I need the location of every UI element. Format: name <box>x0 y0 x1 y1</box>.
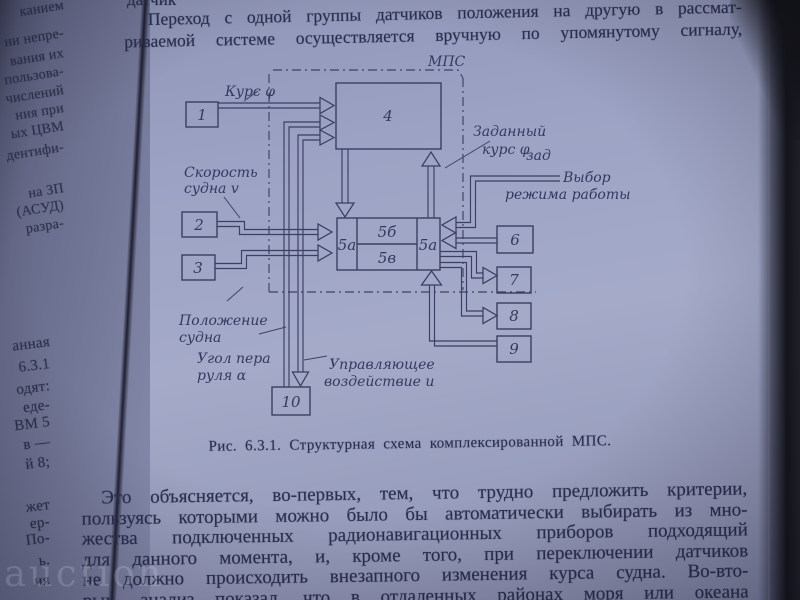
block-5v-number: 5в <box>378 249 397 267</box>
block-7 <box>496 266 532 294</box>
connector-control-action <box>291 128 336 388</box>
leader-position <box>226 286 244 302</box>
block-8-number: 8 <box>509 307 519 325</box>
block-3-number: 3 <box>193 259 203 277</box>
block-4-number: 4 <box>382 107 393 125</box>
block-6-number: 6 <box>510 231 520 249</box>
block-5b-number: 5б <box>378 223 398 241</box>
block-5-complex <box>336 217 441 271</box>
label-position-line2: судна <box>179 330 221 346</box>
mps-frame <box>268 69 536 293</box>
label-setcourse-line1: Заданный <box>473 124 546 140</box>
block-2-number: 2 <box>193 216 204 234</box>
block-5-dividers <box>356 218 418 270</box>
block-1 <box>185 101 219 128</box>
connector-rudder-angle-to-block4 <box>283 113 336 387</box>
label-speed-line1: Скорость <box>184 165 258 181</box>
block-7-number: 7 <box>509 271 519 289</box>
connector-block4-down-to-5 <box>334 149 356 219</box>
connector-block6-to-5a <box>440 231 497 250</box>
connector-block9-to-5a <box>420 269 497 347</box>
connector-course-to-block4 <box>218 96 336 115</box>
connector-setcourse-up-to-block4 <box>420 150 442 218</box>
connector-block3-to-5a <box>215 243 334 270</box>
leader-speed <box>223 196 241 219</box>
leader-rudder-angle <box>258 326 287 335</box>
top-right-shadow <box>730 0 800 140</box>
block-8 <box>496 302 532 330</box>
label-rudder-line2: руля α <box>197 368 247 384</box>
label-control-line1: Управляющее <box>329 357 435 373</box>
connector-block2-to-5a <box>217 220 334 242</box>
connector-5a-to-block7 <box>440 250 499 285</box>
block-3 <box>181 254 216 281</box>
label-mps-frame: МПС <box>427 54 466 70</box>
block-6 <box>496 225 534 254</box>
label-position-line1: Положение <box>178 313 268 329</box>
label-course: Курс φ <box>224 84 275 100</box>
diagram-blocks <box>181 82 534 416</box>
leader-course <box>243 90 259 102</box>
block-10-number: 10 <box>281 393 301 411</box>
block-4 <box>335 82 442 150</box>
leader-set-course <box>444 140 491 169</box>
block-10 <box>271 386 311 416</box>
label-mode-line2: режима работы <box>505 187 631 203</box>
label-speed-line2: судна v <box>184 181 239 197</box>
connector-mode-select-to-5a <box>440 175 560 235</box>
body-paragraph: Это объясняется, во-первых, тем, что тру… <box>81 478 749 600</box>
leader-control-action <box>303 355 328 361</box>
label-control-line2: воздействие и <box>324 374 434 390</box>
label-setcourse-line2: курс φ <box>482 142 530 158</box>
connector-5a-to-block8 <box>440 261 499 325</box>
block-9-number: 9 <box>509 340 519 358</box>
photo-watermark: auction <box>4 552 165 595</box>
label-mode-line1: Выбор <box>562 170 611 186</box>
block-9 <box>496 335 532 363</box>
label-rudder-line1: Угол пера <box>197 351 271 367</box>
block-5a-left-number: 5а <box>338 236 357 254</box>
clipped-top-line: датчик <box>127 0 176 10</box>
block-1-number: 1 <box>197 106 207 124</box>
block-5a-right-number: 5а <box>419 236 438 254</box>
label-setcourse-subscript: зад <box>526 148 551 164</box>
block-2 <box>181 211 218 238</box>
